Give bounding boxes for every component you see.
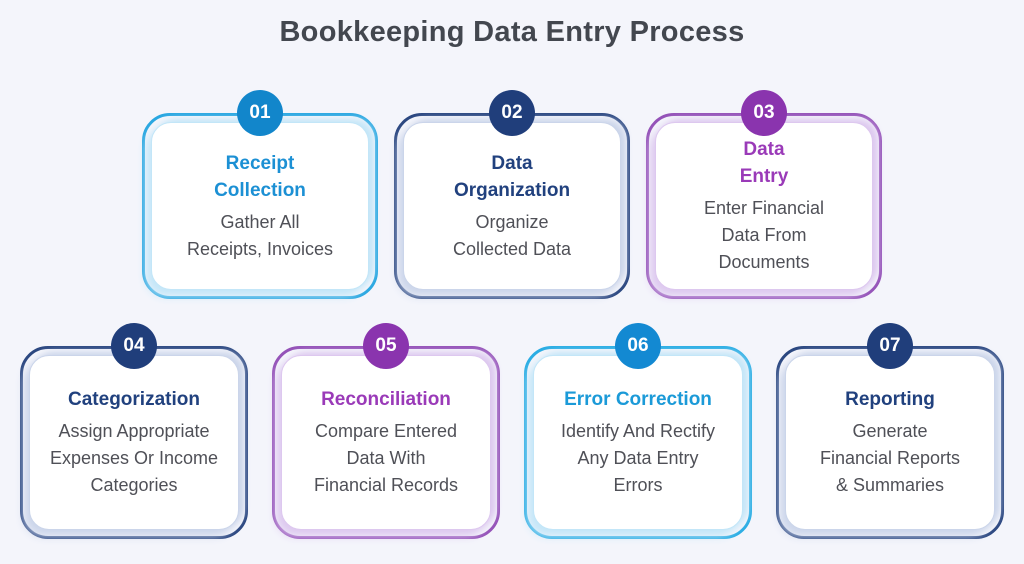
- process-row-top: 01 Receipt Collection Gather All Receipt…: [0, 90, 1024, 299]
- step-number-badge: 05: [363, 323, 409, 369]
- card-border: Categorization Assign Appropriate Expens…: [20, 346, 248, 539]
- step-title: Error Correction: [564, 389, 712, 410]
- card-body: Data Entry Enter Financial Data From Doc…: [655, 122, 873, 290]
- card-border: Data Entry Enter Financial Data From Doc…: [646, 113, 882, 299]
- step-title: Categorization: [68, 389, 200, 410]
- step-number: 06: [627, 335, 649, 356]
- step-number: 07: [879, 335, 901, 356]
- step-title: Receipt Collection: [214, 152, 306, 201]
- step-number-badge: 03: [741, 90, 787, 136]
- card-body: Categorization Assign Appropriate Expens…: [29, 355, 239, 530]
- card-body: Error Correction Identify And Rectify An…: [533, 355, 743, 530]
- process-card-04: 04 Categorization Assign Appropriate Exp…: [20, 323, 248, 539]
- step-number: 05: [375, 335, 397, 356]
- card-border: Error Correction Identify And Rectify An…: [524, 346, 752, 539]
- step-number-badge: 04: [111, 323, 157, 369]
- step-title: Reporting: [845, 389, 935, 410]
- step-number: 03: [753, 102, 775, 123]
- step-title: Data Entry: [739, 139, 789, 187]
- card-body: Reconciliation Compare Entered Data With…: [281, 355, 491, 530]
- step-number-badge: 07: [867, 323, 913, 369]
- step-description: Gather All Receipts, Invoices: [186, 211, 334, 259]
- step-description: Assign Appropriate Expenses Or Income Ca…: [49, 421, 219, 495]
- card-body: Reporting Generate Financial Reports & S…: [785, 355, 995, 530]
- card-border: Receipt Collection Gather All Receipts, …: [142, 113, 378, 299]
- process-card-03: 03 Data Entry Enter Financial Data From …: [646, 90, 882, 299]
- step-description: Compare Entered Data With Financial Reco…: [313, 421, 459, 495]
- process-row-bottom: 04 Categorization Assign Appropriate Exp…: [0, 323, 1024, 539]
- process-card-02: 02 Data Organization Organize Collected …: [394, 90, 630, 299]
- step-title: Data Organization: [453, 152, 571, 201]
- step-number: 01: [249, 102, 271, 123]
- card-border: Reconciliation Compare Entered Data With…: [272, 346, 500, 539]
- step-number-badge: 02: [489, 90, 535, 136]
- process-card-05: 05 Reconciliation Compare Entered Data W…: [272, 323, 500, 539]
- process-card-07: 07 Reporting Generate Financial Reports …: [776, 323, 1004, 539]
- step-description: Enter Financial Data From Documents: [703, 198, 825, 272]
- step-number-badge: 06: [615, 323, 661, 369]
- card-body: Data Organization Organize Collected Dat…: [403, 122, 621, 290]
- step-number-badge: 01: [237, 90, 283, 136]
- card-border: Reporting Generate Financial Reports & S…: [776, 346, 1004, 539]
- card-body: Receipt Collection Gather All Receipts, …: [151, 122, 369, 290]
- step-description: Generate Financial Reports & Summaries: [819, 421, 961, 495]
- step-description: Identify And Rectify Any Data Entry Erro…: [560, 421, 716, 495]
- process-card-06: 06 Error Correction Identify And Rectify…: [524, 323, 752, 539]
- step-number: 04: [123, 335, 145, 356]
- page-title: Bookkeeping Data Entry Process: [279, 16, 745, 48]
- step-description: Organize Collected Data: [452, 211, 572, 259]
- step-number: 02: [501, 102, 523, 123]
- process-card-01: 01 Receipt Collection Gather All Receipt…: [142, 90, 378, 299]
- card-border: Data Organization Organize Collected Dat…: [394, 113, 630, 299]
- step-title: Reconciliation: [321, 389, 451, 410]
